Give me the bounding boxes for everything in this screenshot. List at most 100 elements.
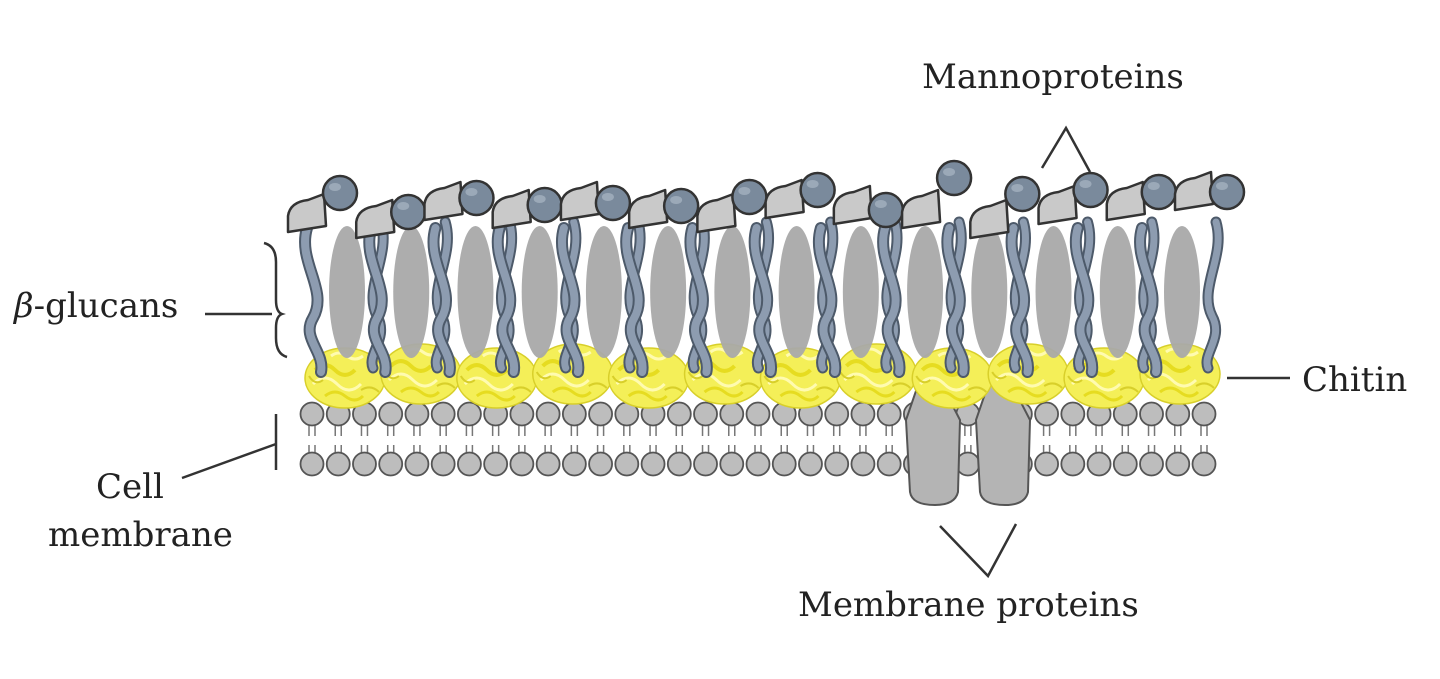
glucan-body [971, 226, 1008, 358]
mannan-sphere [799, 171, 836, 209]
mannoprotein-wedge [559, 180, 601, 222]
lipid-head [325, 451, 351, 477]
lipid-head [1034, 401, 1059, 427]
mannoprotein-wedge [1105, 180, 1147, 222]
mannan-sphere [321, 174, 359, 212]
lipid-head [771, 451, 797, 477]
glucan-strand [879, 224, 904, 376]
mannan-sphere-highlight [329, 183, 341, 191]
lipid-head [850, 401, 876, 427]
lipid-head [614, 451, 640, 477]
lipid-head [719, 401, 745, 427]
glucan-strand [750, 224, 775, 376]
mannoprotein-layer [286, 159, 1246, 240]
lipid-head [850, 451, 876, 477]
glucan-body [1164, 226, 1200, 358]
lipid-head [561, 451, 587, 477]
glucan-body [1099, 226, 1136, 358]
mannan-sphere-highlight [670, 196, 683, 204]
label-beta-glucans: β-glucans [12, 286, 178, 326]
glucan-body [907, 226, 944, 358]
mannan-sphere [662, 187, 700, 225]
lipid-head [483, 451, 509, 477]
mannan-sphere [731, 178, 768, 216]
mannoprotein-wedge [491, 188, 532, 230]
mannan-sphere-highlight [397, 202, 410, 210]
lipid-head [535, 451, 561, 477]
bracket-beta-glucans [263, 241, 288, 359]
glucan-body [778, 226, 815, 358]
mannan-sphere [1140, 173, 1178, 211]
lipid-head [640, 451, 666, 477]
glucan-strand [1007, 224, 1032, 376]
lipid-head [693, 401, 718, 427]
lipid-head [352, 451, 377, 477]
lipid-head [457, 451, 482, 477]
glucan-body [329, 226, 365, 358]
mannan-sphere-highlight [874, 200, 887, 208]
leader-mannoproteins [1040, 125, 1092, 173]
lipid-head [1060, 401, 1086, 427]
glucan-body [585, 226, 622, 358]
glucan-strand [1136, 224, 1161, 376]
mannan-sphere [594, 184, 632, 222]
glucan-body [842, 226, 879, 358]
mannan-sphere-highlight [601, 193, 614, 201]
chitin-fibril-cluster [606, 346, 691, 410]
lipid-head [1191, 451, 1217, 477]
glucan-strand [943, 224, 968, 376]
leader-membrane-proteins [939, 523, 1018, 579]
label-chitin: Chitin [1302, 360, 1407, 400]
glucan-strand [815, 224, 840, 376]
mannan-sphere-highlight [465, 188, 478, 196]
lipid-head [1165, 451, 1191, 477]
mannoprotein-wedge [354, 198, 396, 240]
glucan-strand [365, 224, 390, 376]
glucan-strand [301, 224, 326, 376]
lipid-head [824, 401, 850, 427]
lipid-head [509, 451, 535, 477]
mannoprotein-wedge [832, 184, 874, 226]
glucan-body [1035, 226, 1072, 358]
mannoprotein-wedge [627, 188, 669, 230]
glucan-strand [493, 224, 519, 376]
mannoprotein-wedge [696, 192, 737, 234]
beta-glucan-layer [299, 216, 1224, 378]
mannan-sphere-highlight [1147, 182, 1160, 190]
label-cell: Cell [96, 467, 164, 507]
glucan-body [457, 226, 494, 358]
lipid-head [588, 401, 613, 427]
lipid-head [824, 451, 850, 477]
mannoprotein-wedge [423, 180, 464, 222]
lipid-head [666, 451, 692, 477]
mannan-sphere [935, 159, 973, 197]
mannan-sphere-highlight [1079, 180, 1092, 188]
label-membrane-proteins: Membrane proteins [798, 585, 1139, 625]
glucan-strand [1071, 224, 1097, 376]
mannan-sphere [867, 191, 905, 229]
lipid-head [1086, 451, 1112, 477]
lipid-head [876, 401, 902, 427]
lipid-head [1112, 451, 1138, 477]
lipid-head [588, 451, 613, 477]
mannan-sphere-highlight [1216, 182, 1228, 190]
glucan-strand [686, 224, 711, 376]
lipid-head [745, 451, 771, 477]
mannoprotein-wedge [1173, 170, 1215, 212]
glucan-body [714, 226, 751, 358]
lipid-head [666, 401, 692, 427]
mannoprotein-wedge [1037, 184, 1078, 226]
mannan-sphere [1208, 173, 1246, 211]
lipid-head [378, 451, 404, 477]
lipid-heads-bottom [299, 451, 1217, 477]
lipid-head [693, 451, 718, 477]
glucan-strand [1203, 218, 1222, 372]
lipid-head [509, 401, 535, 427]
mannan-sphere [1072, 171, 1109, 209]
mannan-sphere [389, 193, 427, 231]
glucan-strand [558, 224, 583, 376]
lipid-head [798, 451, 823, 477]
mannan-sphere-highlight [1011, 184, 1024, 192]
glucan-body [650, 226, 687, 358]
mannan-sphere-highlight [806, 180, 819, 188]
